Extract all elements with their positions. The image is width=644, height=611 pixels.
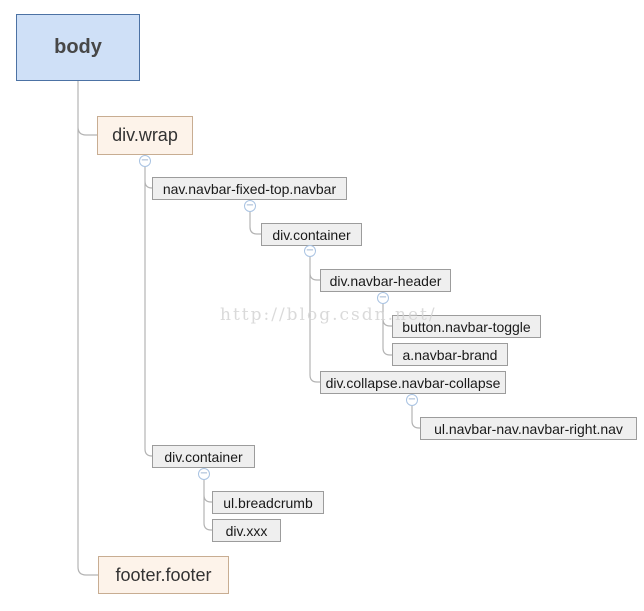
watermark: http://blog.csdn.net/ (220, 305, 437, 325)
tree-node-div-xxx[interactable]: div.xxx (212, 519, 281, 542)
edge-container-bottom-children (203, 480, 212, 531)
tree-node-div-container-top[interactable]: div.container (261, 223, 362, 246)
tree-node-div-navbar-collapse[interactable]: div.collapse.navbar-collapse (320, 371, 506, 394)
collapse-toggle-navbar[interactable]: − (244, 200, 256, 212)
edge-wrap-children (144, 167, 153, 457)
tree-node-button-navbar-toggle[interactable]: button.navbar-toggle (392, 315, 541, 338)
collapse-toggle-container-top[interactable]: − (304, 245, 316, 257)
collapse-toggle-wrap[interactable]: − (139, 155, 151, 167)
minus-icon: − (407, 393, 417, 405)
tree-node-nav-navbar[interactable]: nav.navbar-fixed-top.navbar (152, 177, 347, 200)
minus-icon: − (378, 291, 388, 303)
edge-container-top-children (309, 257, 320, 383)
tree-node-a-navbar-brand[interactable]: a.navbar-brand (392, 343, 508, 366)
tree-node-div-navbar-header[interactable]: div.navbar-header (320, 269, 451, 292)
minus-icon: − (199, 467, 209, 479)
collapse-toggle-container-bottom[interactable]: − (198, 468, 210, 480)
tree-node-div-container-bottom[interactable]: div.container (152, 445, 255, 468)
tree-node-ul-navbar-nav[interactable]: ul.navbar-nav.navbar-right.nav (420, 417, 637, 440)
tree-node-footer-footer[interactable]: footer.footer (98, 556, 229, 594)
edge-navbar-collapse-children (411, 406, 420, 429)
tree-node-body[interactable]: body (16, 14, 140, 81)
minus-icon: − (305, 244, 315, 256)
edge-body-children (77, 81, 98, 576)
edge-navbar-header-children (382, 304, 392, 356)
collapse-toggle-navbar-header[interactable]: − (377, 292, 389, 304)
tree-node-div-wrap[interactable]: div.wrap (97, 116, 193, 155)
collapse-toggle-navbar-collapse[interactable]: − (406, 394, 418, 406)
minus-icon: − (140, 154, 150, 166)
minus-icon: − (245, 199, 255, 211)
tree-node-ul-breadcrumb[interactable]: ul.breadcrumb (212, 491, 324, 514)
edge-navbar-children (249, 212, 261, 235)
